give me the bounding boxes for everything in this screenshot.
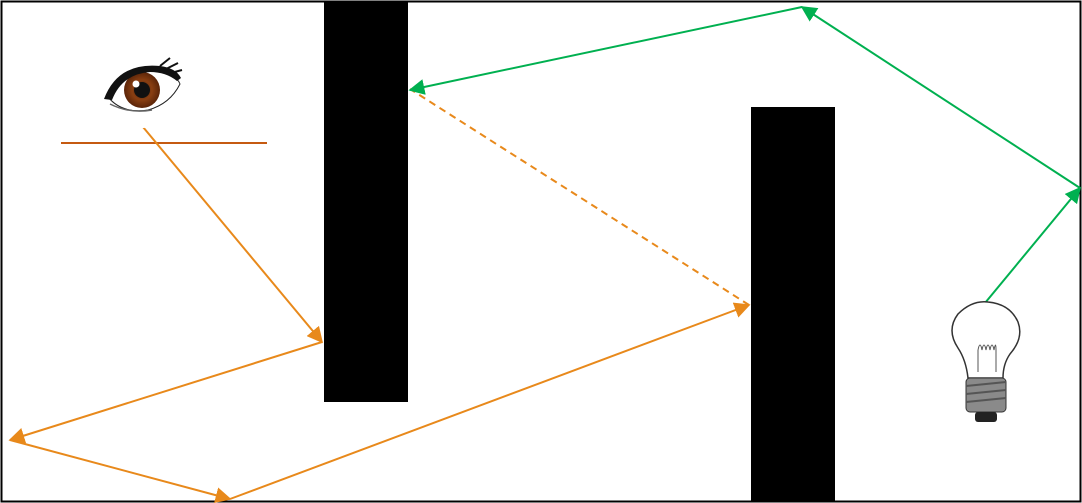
view-ray-segment-2 [8,341,323,444]
view-ray-path [8,88,751,503]
view-ray-segment-3 [9,439,232,503]
light-ray-segment-2 [800,6,1081,189]
right-wall [751,107,835,502]
view-ray-segment-1 [142,126,324,344]
left-wall [324,2,408,402]
view-ray-segment-4 [229,302,751,500]
view-ray-dashed-segment [409,88,750,306]
light-ray-segment-3 [408,6,803,95]
light-bulb-icon [951,301,1021,422]
light-ray-segment-1 [984,186,1082,304]
light-ray-path [408,6,1082,304]
eye-icon [104,52,183,128]
